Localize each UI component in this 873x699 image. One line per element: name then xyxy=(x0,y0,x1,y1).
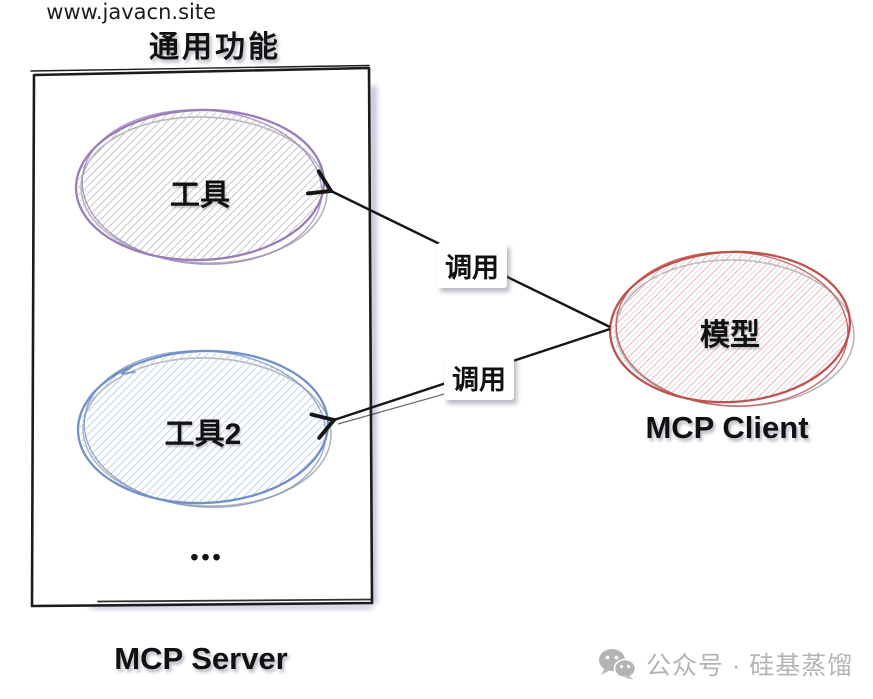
model-label: 模型 xyxy=(700,319,760,352)
client-label: MCP Client xyxy=(645,410,809,445)
more-tools-ellipsis: ••• xyxy=(190,544,224,570)
watermark: 公众号 · 硅基蒸馏 xyxy=(598,646,853,682)
watermark-text: 公众号 · 硅基蒸馏 xyxy=(646,652,854,680)
call-label-2: 调用 xyxy=(444,355,514,400)
tool2-ellipse xyxy=(76,349,332,508)
wechat-icon xyxy=(598,648,637,680)
server-box-sketch-top xyxy=(30,64,370,72)
model-ellipse xyxy=(608,250,855,407)
server-box-shadow-right xyxy=(369,86,377,604)
server-box-shadow-bottom xyxy=(90,604,372,609)
tool2-sketch-kink xyxy=(120,365,136,375)
site-url-text: www.javacn.site xyxy=(46,0,216,24)
diagram-title: 通用功能 xyxy=(149,31,281,64)
tool2-label: 工具2 xyxy=(164,418,242,451)
tool1-label: 工具 xyxy=(170,179,230,212)
server-box-sketch-bottom xyxy=(97,598,372,603)
server-label: MCP Server xyxy=(114,641,288,676)
call-label-1: 调用 xyxy=(437,243,507,288)
